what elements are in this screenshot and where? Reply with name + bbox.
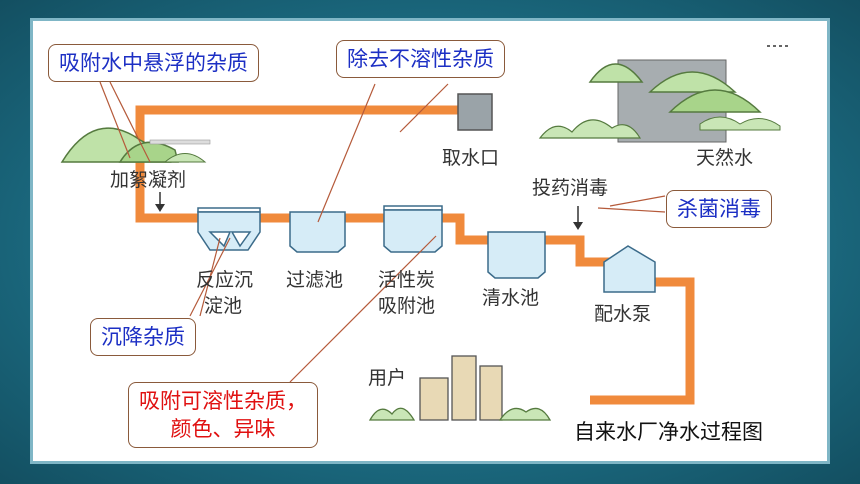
label-user: 用户: [368, 367, 407, 389]
label-carbon-2: 吸附池: [378, 295, 436, 317]
label-clear-water: 清水池: [482, 287, 540, 309]
line-suspended-2: [99, 81, 131, 159]
label-sedimentation-1: 反应沉: [196, 269, 254, 291]
label-filter: 过滤池: [286, 269, 344, 291]
callout-remove-insoluble: 除去不溶性杂质: [336, 40, 505, 78]
callout-lines: [99, 81, 666, 383]
label-intake: 取水口: [442, 147, 500, 169]
sedimentation-tank: [197, 207, 261, 251]
line-suspended: [109, 81, 151, 163]
callout-adsorb-soluble: 吸附可溶性杂质， 颜色、异味: [128, 382, 318, 448]
label-coagulant: 加絮凝剂: [110, 169, 187, 191]
user-buildings: [368, 355, 552, 421]
callout-adsorb-suspended: 吸附水中悬浮的杂质: [48, 44, 259, 82]
callout-settle: 沉降杂质: [90, 318, 196, 356]
callout-adsorb-soluble-line1: 吸附可溶性杂质，: [139, 389, 307, 413]
dosing-arrow: [573, 206, 583, 230]
coagulant-arrow: [155, 192, 165, 212]
activated-carbon-tank: [383, 205, 443, 253]
label-natural-water: 天然水: [696, 147, 754, 169]
line-sterilize-2: [597, 207, 666, 213]
diagram-title: 自来水厂净水过程图: [574, 420, 763, 444]
line-settle-2: [199, 237, 221, 317]
pipe-tanks-3: [440, 213, 495, 245]
line-insoluble: [317, 83, 376, 223]
trees-left: [60, 127, 211, 163]
label-carbon-1: 活性炭: [378, 269, 436, 291]
pipe-network: [135, 105, 695, 405]
intake-building: [457, 93, 493, 131]
callout-adsorb-soluble-line2: 颜色、异味: [170, 417, 276, 441]
line-insoluble-2: [399, 83, 449, 133]
callout-sterilize: 杀菌消毒: [666, 190, 772, 228]
line-soluble: [289, 235, 437, 383]
label-dosing: 投药消毒: [532, 177, 609, 199]
pipe-intake: [135, 105, 475, 223]
pipe-to-pump: [545, 235, 610, 267]
clear-water-tank: [487, 231, 546, 279]
line-sterilize: [609, 195, 666, 207]
label-pump: 配水泵: [594, 303, 652, 325]
filter-tank: [289, 211, 346, 253]
label-sedimentation-2: 淀池: [204, 295, 243, 317]
pipe-to-user: [590, 277, 695, 405]
pump-house: [603, 245, 656, 293]
natural-water-scene: [538, 45, 790, 143]
